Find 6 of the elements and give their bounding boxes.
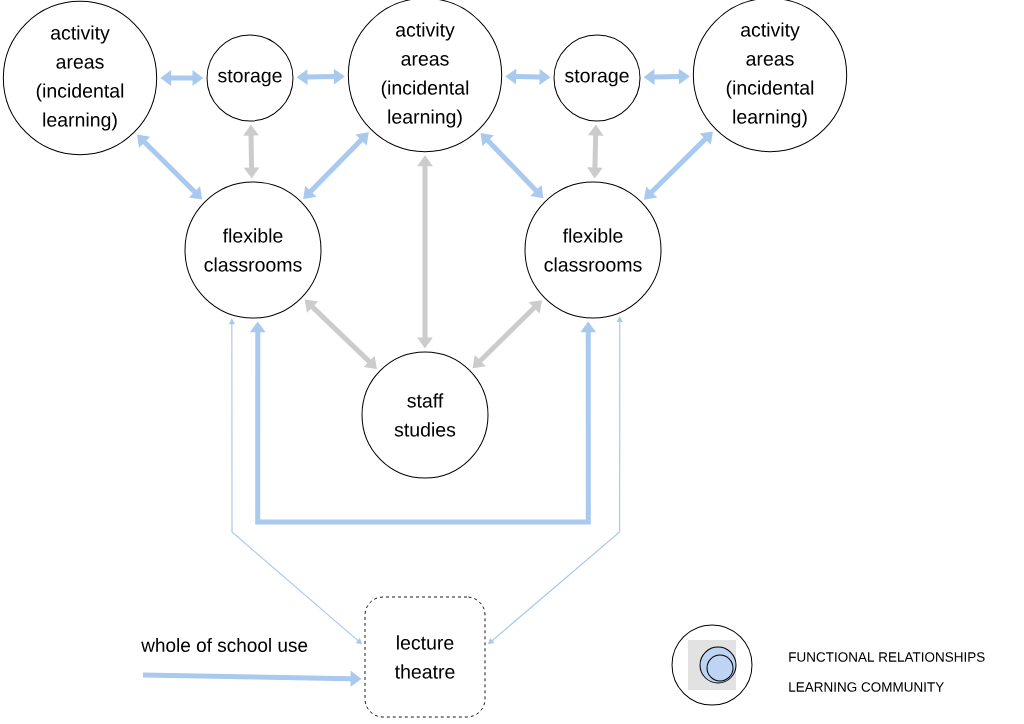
lecture-room-box: lecture theatre	[364, 596, 486, 718]
legend-text: LEARNING COMMUNITY	[789, 682, 944, 692]
arrow	[303, 132, 369, 199]
edge-label: whole of school use	[141, 638, 308, 652]
arrow	[472, 300, 542, 369]
legend-text: FUNCTIONAL RELATIONSHIPS	[789, 652, 985, 662]
